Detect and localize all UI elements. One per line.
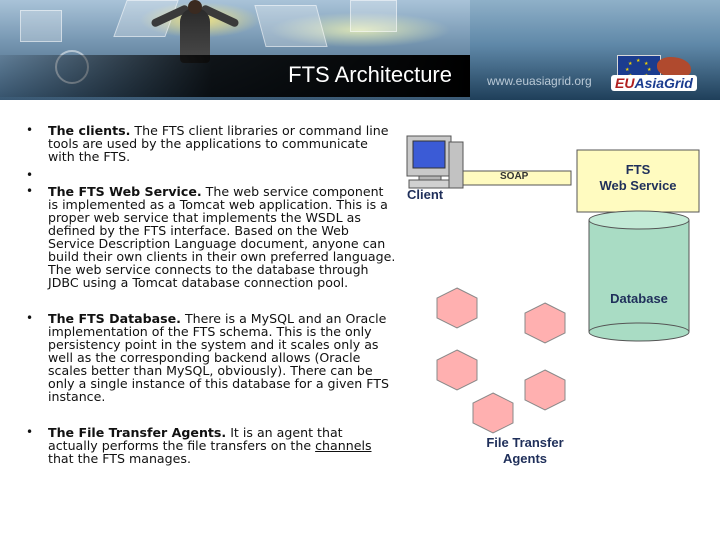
title-bar bbox=[0, 55, 470, 97]
bullet-item-empty: • bbox=[24, 169, 396, 185]
bullet-text: The web service component is implemented… bbox=[48, 184, 396, 290]
page-title: FTS Architecture bbox=[288, 62, 452, 87]
agent-hexagon bbox=[436, 287, 478, 329]
agent-hexagons bbox=[436, 287, 566, 434]
soap-label: SOAP bbox=[500, 171, 529, 182]
diagram-canvas bbox=[406, 135, 700, 434]
agents-label-line2: Agents bbox=[502, 451, 548, 466]
bullet-dot-icon: • bbox=[26, 311, 34, 325]
bullet-list: • The clients. The FTS client libraries … bbox=[24, 123, 396, 466]
web-service-box bbox=[576, 149, 700, 213]
service-label-line2: Web Service bbox=[599, 178, 677, 193]
bullet-dot-icon: • bbox=[26, 184, 34, 198]
bullet-item: • The FTS Database. There is a MySQL and… bbox=[24, 311, 396, 404]
euasiagrid-logo: ★ ★ ★ ★ ★ ★ ★ ★ EUAsiaGrid bbox=[607, 55, 703, 95]
bullet-text: The FTS client libraries or command line… bbox=[48, 123, 389, 164]
bullet-heading: The File Transfer Agents. bbox=[48, 425, 227, 440]
bullet-item: • The File Transfer Agents. It is an age… bbox=[24, 425, 396, 466]
bullet-item: • The clients. The FTS client libraries … bbox=[24, 123, 396, 164]
database-label: Database bbox=[610, 291, 668, 306]
agent-hexagon bbox=[472, 392, 514, 434]
agent-hexagon bbox=[436, 349, 478, 391]
person-figure bbox=[180, 8, 210, 63]
bullet-heading: The FTS Database. bbox=[48, 311, 181, 326]
agent-hexagon bbox=[524, 369, 566, 411]
site-url[interactable]: www.euasiagrid.org bbox=[487, 74, 592, 88]
soap-connector bbox=[462, 170, 572, 186]
bullet-heading: The clients. bbox=[48, 123, 131, 138]
bullet-text: It is an agent that actually performs th… bbox=[48, 425, 343, 453]
client-label: Client bbox=[407, 187, 444, 202]
bullet-dot-icon: • bbox=[26, 425, 34, 439]
logo-wordmark: EUAsiaGrid bbox=[611, 75, 697, 91]
agent-hexagon bbox=[524, 302, 566, 344]
architecture-diagram: Client SOAP FTS Web Service Database Fil… bbox=[405, 128, 705, 488]
asia-map-icon bbox=[657, 57, 691, 77]
agents-label-line1: File Transfer bbox=[486, 435, 564, 450]
bullet-text-tail: that the FTS manages. bbox=[48, 451, 191, 466]
client-computer-icon bbox=[406, 135, 464, 189]
service-label-line1: FTS bbox=[625, 162, 651, 177]
banner-tile bbox=[20, 10, 62, 42]
header-banner: FTS Architecture www.euasiagrid.org ★ ★ … bbox=[0, 0, 720, 100]
channels-link[interactable]: channels bbox=[315, 438, 372, 453]
bullet-heading: The FTS Web Service. bbox=[48, 184, 202, 199]
bullet-dot-icon: • bbox=[26, 123, 34, 137]
bullet-text: There is a MySQL and an Oracle implement… bbox=[48, 311, 389, 404]
banner-tile bbox=[254, 5, 328, 47]
database-cylinder bbox=[588, 210, 690, 342]
banner-tile bbox=[350, 0, 397, 32]
person-head bbox=[188, 0, 202, 14]
bullet-dot-icon: • bbox=[26, 168, 34, 182]
bullet-item: • The FTS Web Service. The web service c… bbox=[24, 184, 396, 290]
